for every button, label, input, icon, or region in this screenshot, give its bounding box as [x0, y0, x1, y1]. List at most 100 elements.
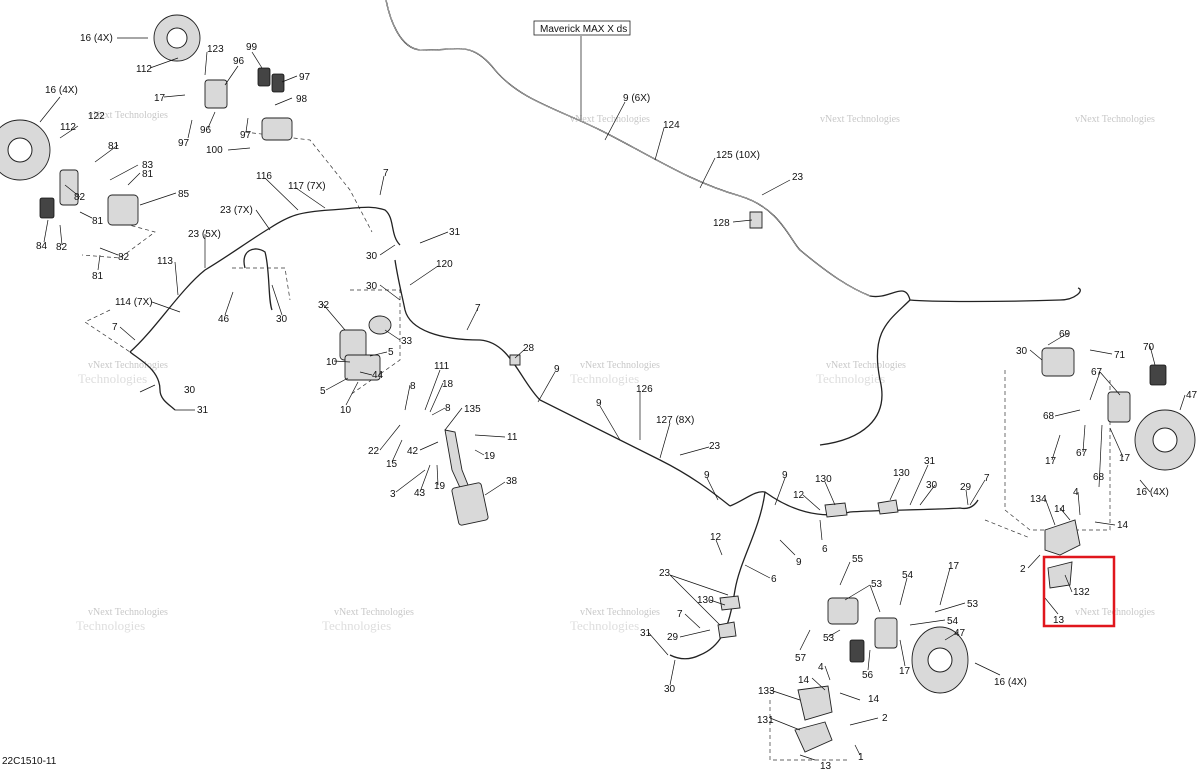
watermark: vNext Technologies	[820, 114, 900, 125]
callout-c88: 23	[659, 568, 671, 579]
callout-c99: 54	[947, 616, 959, 627]
callout-c11: 122	[88, 111, 105, 122]
callout-c35: 30	[366, 281, 378, 292]
callout-c100: 53	[823, 633, 835, 644]
callout-c94: 55	[852, 554, 864, 565]
diagram-code: 22C1510-11	[2, 756, 57, 767]
callout-c89: 130	[697, 595, 714, 606]
callout-c125: 16 (4X)	[1136, 487, 1169, 498]
callout-c80: 30	[926, 480, 938, 491]
watermark: vNext Technologies	[334, 607, 414, 618]
watermark: vNext Technologies	[570, 114, 650, 125]
caliper-bracket-right	[204, 79, 228, 109]
caliper-bracket-left	[59, 169, 79, 206]
callout-c82: 7	[984, 473, 990, 484]
callout-c115: 30	[1016, 346, 1028, 357]
callout-c128: 14	[1054, 504, 1066, 515]
callout-c116: 71	[1114, 350, 1126, 361]
caliper-rear-left	[827, 597, 859, 625]
model-label-box	[533, 20, 631, 36]
callout-c90: 7	[677, 609, 683, 620]
callout-c69: 28	[523, 343, 535, 354]
caliper-front-right	[261, 117, 293, 141]
callout-c43: 5	[388, 347, 394, 358]
callout-c71: 126	[636, 384, 653, 395]
shield-132	[1047, 561, 1073, 589]
callout-c44: 10	[326, 357, 338, 368]
caliper-bracket-rear-left	[874, 617, 898, 649]
watermark: vNext Technologies	[88, 110, 168, 121]
callout-c39: 7	[112, 322, 118, 333]
callout-c7: 16 (4X)	[45, 85, 78, 96]
callout-c117: 70	[1143, 342, 1155, 353]
callout-c81: 29	[960, 482, 972, 493]
callout-c96: 54	[902, 570, 914, 581]
clip-130-d	[877, 499, 899, 515]
callout-c45: 44	[372, 370, 384, 381]
callout-c26: 116	[256, 171, 272, 182]
callout-c105: 16 (4X)	[994, 677, 1027, 688]
callout-c54: 135	[464, 404, 481, 415]
callout-c118: 67	[1091, 367, 1103, 378]
callout-c27: 117 (7X)	[288, 181, 326, 192]
callout-c58: 19	[484, 451, 496, 462]
callout-c92: 31	[640, 628, 652, 639]
callout-c103: 17	[899, 666, 911, 677]
callout-c124: 17	[1119, 453, 1131, 464]
callout-c129: 14	[1117, 520, 1129, 531]
rotor-front-left	[0, 119, 51, 181]
callout-c47: 10	[340, 405, 352, 416]
callout-c17: 83	[142, 160, 154, 171]
callout-c98: 53	[967, 599, 979, 610]
callout-c34: 120	[436, 259, 453, 270]
callout-c84: 6	[822, 544, 828, 555]
callout-c65: 124	[663, 120, 680, 131]
callout-c8: 17	[154, 93, 166, 104]
rotor-front-left-top	[153, 14, 201, 62]
watermark: vNext Technologies	[580, 607, 660, 618]
callout-c46: 5	[320, 386, 326, 397]
callout-c24: 82	[118, 252, 130, 263]
callout-c40: 32	[318, 300, 330, 311]
rotor-rear-right	[1134, 409, 1196, 471]
callout-c85: 12	[710, 532, 722, 543]
callout-c55: 11	[507, 432, 518, 443]
callout-c67: 23	[792, 172, 804, 183]
callout-c106: 4	[818, 662, 824, 673]
callout-c121: 17	[1045, 456, 1057, 467]
components	[0, 14, 1196, 753]
callout-c25: 81	[92, 271, 104, 282]
callout-c79: 31	[924, 456, 936, 467]
callout-c19: 85	[178, 189, 190, 200]
callout-c83: 12	[793, 490, 805, 501]
callout-c131: 132	[1073, 587, 1090, 598]
brake-pad-rear-right	[1149, 364, 1167, 386]
callout-labels: 16 (4X) 112 123 99 96 97 16 (4X) 17 98 1…	[36, 33, 1198, 771]
watermark: vNext Technologies	[88, 360, 168, 371]
callout-c3: 123	[207, 44, 224, 55]
shield-131	[794, 721, 833, 753]
callout-c77: 130	[815, 474, 832, 485]
highlight-box	[1042, 555, 1116, 628]
callout-c42: 33	[401, 336, 413, 347]
callout-c75: 9	[704, 470, 710, 481]
callout-c18: 81	[142, 169, 154, 180]
callout-c28: 7	[383, 168, 389, 179]
callout-c31: 31	[449, 227, 461, 238]
callout-c112: 13	[820, 761, 832, 771]
callout-c38: 30	[276, 314, 288, 325]
callout-c110: 131	[757, 715, 774, 726]
callout-c2: 112	[136, 64, 152, 75]
callout-c32: 30	[366, 251, 378, 262]
callout-c91: 29	[667, 632, 679, 643]
caliper-rear-right	[1041, 347, 1075, 377]
clip-130-a	[719, 595, 741, 611]
callout-c20: 82	[74, 192, 86, 203]
callout-c57: 42	[407, 446, 419, 457]
bracket-133	[797, 685, 833, 721]
watermark: vNext Technologies	[1075, 114, 1155, 125]
callout-c123: 68	[1093, 472, 1105, 483]
clip-130-c	[824, 502, 848, 518]
callout-c130: 2	[1020, 564, 1026, 575]
